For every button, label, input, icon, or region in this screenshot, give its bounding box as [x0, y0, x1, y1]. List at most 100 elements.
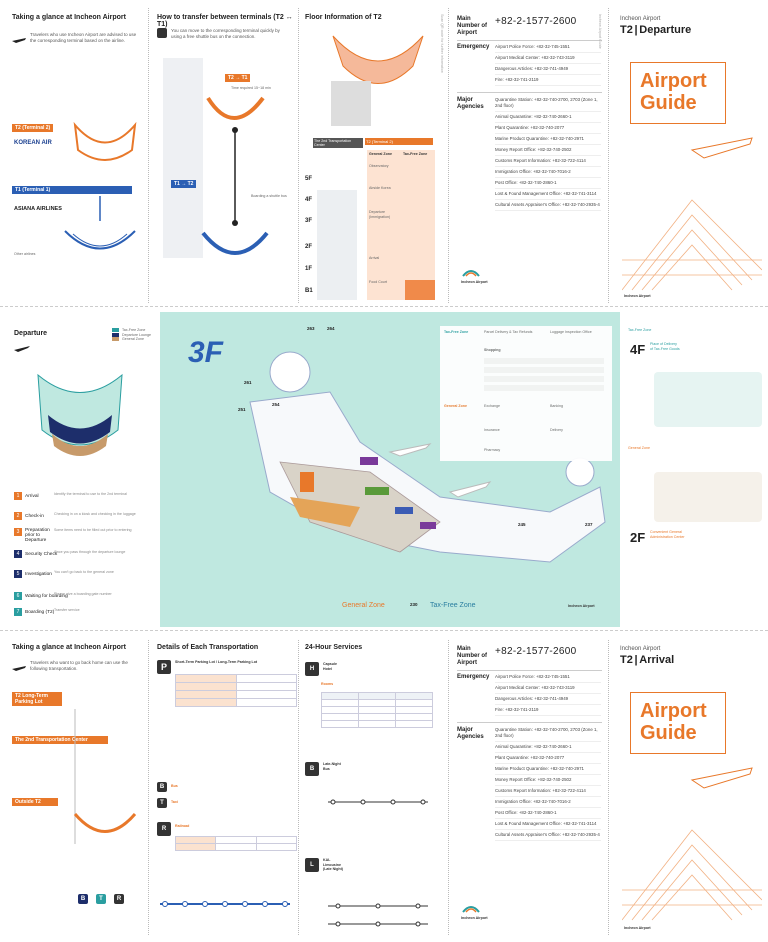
floor-observatory: Observatory — [369, 164, 389, 168]
t2-to-t1-tag: T2 → T1 — [225, 74, 251, 82]
info-shopping: Shopping — [484, 348, 501, 352]
bottom-transport-panel: Details of Each Transportation P Short-T… — [155, 634, 300, 942]
cover-mode: Arrival — [639, 654, 675, 666]
cover-title-row: T2 | Arrival — [620, 654, 674, 666]
floor-4f: 4F — [305, 197, 313, 203]
bus-icon — [157, 28, 167, 38]
divider — [457, 92, 602, 93]
limousine-route-line — [328, 903, 428, 927]
top-transfer-panel: How to transfer between terminals (T2 ↔ … — [155, 0, 300, 305]
t2-tag: T2 (Terminal 2) — [12, 124, 54, 132]
agency-line: Money Report Office: +82-32-740-2502 — [495, 775, 601, 786]
emergency-list: Airport Police Force: +82-32-745-1551 Ai… — [495, 672, 601, 716]
agencies-label: Major Agencies — [457, 97, 484, 110]
legend-item: General Zone — [112, 337, 151, 342]
t1-to-t2-tag: T1 → T2 — [171, 180, 197, 188]
cover-airport: Incheon Airport — [620, 16, 661, 22]
agency-line: Quarantine Station: +82-32-740-2700, 270… — [495, 95, 601, 112]
info-luggage: Luggage Inspection Office — [550, 330, 592, 334]
rail-line-diagram — [160, 901, 290, 907]
emergency-line: Dangerous Articles: +82-32-741-4949 — [495, 694, 601, 705]
floor-general-zone: General Zone — [369, 152, 392, 156]
emergency-line: Airport Medical Center: +82-32-743-3119 — [495, 53, 601, 64]
top-cover-panel: Incheon Airport T2 | Departure Airport G… — [612, 0, 768, 305]
gate-label: 251 — [238, 407, 246, 412]
mid-map-panel: 3F 263 264 261 254 251 245 237 230 Gener… — [160, 312, 620, 627]
map-logo: Incheon Airport — [568, 604, 595, 608]
top-glance-title: Taking a glance at Incheon Airport — [12, 14, 126, 21]
bus-icon: B — [78, 894, 88, 904]
right-general-map — [654, 472, 762, 522]
logo-text: Incheon Airport — [461, 916, 488, 920]
gate-label: 254 — [272, 402, 280, 407]
emergency-line: Airport Police Force: +82-32-745-1551 — [495, 42, 601, 53]
main-number-label: Main Number of Airport — [457, 16, 487, 36]
cover-t2: T2 — [620, 24, 633, 36]
top-glance-panel: Taking a glance at Incheon Airport Trave… — [0, 0, 148, 305]
gate-label: 261 — [244, 380, 252, 385]
vertical-note: Incheon Airport Guide — [598, 14, 602, 49]
main-number-label: Main Number of Airport — [457, 646, 487, 666]
right-floor-2f: 2F — [630, 530, 646, 545]
parking-label: Short-Term Parking Lot / Long-Term Parki… — [175, 660, 258, 664]
t1-terminal-shape — [64, 196, 136, 250]
taxi-icon: T — [96, 894, 106, 904]
transfer-intro: You can move to the corresponding termin… — [171, 28, 280, 39]
top-glance-intro: Travelers who use Incheon Airport are ad… — [30, 32, 137, 43]
agency-line: Lost & Found Management Office: +82-32-7… — [495, 819, 601, 830]
divider — [457, 670, 602, 671]
arrival-route-line — [73, 709, 137, 844]
parking-table — [175, 674, 297, 707]
info-banking: Banking — [550, 404, 563, 408]
right-2f-title: Convenient General Administration Center — [650, 530, 685, 539]
late-night-bus-label: Late-Night Bus — [323, 762, 341, 771]
right-4f-map — [654, 372, 762, 427]
cover-sep: | — [634, 24, 638, 36]
cover-logo: Incheon Airport — [624, 926, 651, 930]
divider — [298, 640, 299, 935]
airplane-icon — [12, 664, 26, 674]
transfer-title: How to transfer between terminals (T2 ↔ … — [157, 14, 293, 28]
divider — [298, 8, 299, 303]
main-number: +82-2-1577-2600 — [495, 646, 577, 657]
emergency-line: Airport Police Force: +82-32-745-1551 — [495, 672, 601, 683]
limousine-icon: L — [305, 858, 319, 872]
emergency-list: Airport Police Force: +82-32-745-1551 Ai… — [495, 42, 601, 86]
divider — [457, 722, 602, 723]
cover-t2: T2 — [620, 654, 633, 666]
map-taxfree-zone: Tax-Free Zone — [430, 602, 476, 609]
agency-line: Plant Quarantine: +82-32-740-2077 — [495, 753, 601, 764]
vertical-note: Scan QR code for further information — [440, 14, 444, 73]
divider — [148, 8, 149, 303]
right-4f-title: Place of Delivery of Tax-Free Goods — [650, 342, 680, 351]
info-exchange: Exchange — [484, 404, 500, 408]
agencies-list: Quarantine Station: +82-32-740-2700, 270… — [495, 95, 601, 211]
agency-line: Money Report Office: +82-32-740-2502 — [495, 145, 601, 156]
transport-center-tag: The 2nd Transportation Center — [12, 736, 108, 744]
cover-guide-box — [630, 692, 726, 754]
outside-tag: Outside T2 — [12, 798, 58, 806]
info-delivery: Delivery — [550, 428, 563, 432]
parking-icon: P — [157, 660, 171, 674]
mid-right-panel: Tax-Free Zone 4F Place of Delivery of Ta… — [624, 312, 768, 627]
legend: Tax-Free Zone Departure Lounge General Z… — [112, 328, 151, 342]
departure-title: Departure — [14, 330, 48, 337]
row-divider — [0, 630, 768, 631]
floor-col-left: The 2nd Transportation Center — [313, 138, 363, 148]
agencies-label: Major Agencies — [457, 727, 484, 740]
info-insurance: Insurance — [484, 428, 500, 432]
info-taxfree-heading: Tax-Free Zone — [444, 330, 469, 334]
transfer-route-map — [163, 58, 269, 258]
airplane-illustration — [622, 137, 762, 291]
bus-route-line — [328, 799, 428, 805]
bottom-services-panel: 24-Hour Services H Capsule Hotel Rooms B… — [303, 634, 438, 942]
divider — [608, 640, 609, 935]
services-title: 24-Hour Services — [305, 644, 363, 651]
agency-line: Cultural Assets Appraiser's Office: +82-… — [495, 830, 601, 841]
